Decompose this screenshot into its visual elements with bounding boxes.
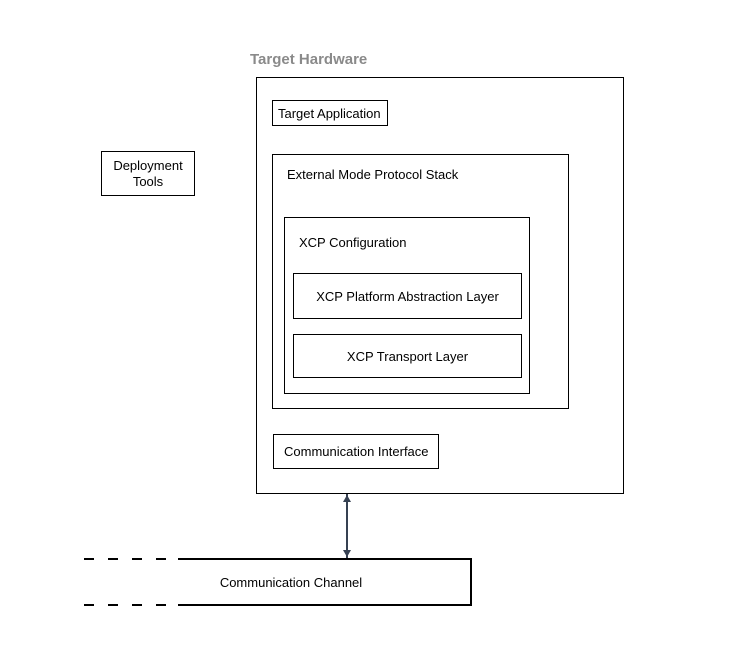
xcp-configuration-label: XCP Configuration <box>299 235 407 250</box>
xcp-transport-layer-box: XCP Transport Layer <box>293 334 522 378</box>
communication-interface-label: Communication Interface <box>284 444 429 459</box>
communication-channel-label: Communication Channel <box>219 574 363 590</box>
external-mode-protocol-stack-label: External Mode Protocol Stack <box>287 167 459 182</box>
communication-channel-box: Communication Channel <box>178 558 472 606</box>
xcp-platform-abstraction-layer-box: XCP Platform Abstraction Layer <box>293 273 522 319</box>
channel-dashed-line-bottom <box>84 604 170 606</box>
communication-interface-box: Communication Interface <box>273 434 439 469</box>
deployment-tools-label: Deployment Tools <box>113 157 183 189</box>
arrowhead-down-icon <box>343 550 351 557</box>
target-hardware-title: Target Hardware <box>250 51 368 68</box>
connector-target-hardware-to-channel <box>346 494 348 558</box>
target-application-label: Target Application <box>278 105 381 121</box>
target-application-box: Target Application <box>272 100 388 126</box>
channel-dashed-line-top <box>84 558 170 560</box>
xcp-transport-layer-label: XCP Transport Layer <box>346 348 469 364</box>
xcp-configuration-box: XCP Configuration <box>284 217 530 394</box>
target-hardware-container-box <box>256 77 624 494</box>
deployment-tools-box: Deployment Tools <box>101 151 195 196</box>
arrowhead-up-icon <box>343 495 351 502</box>
xcp-platform-abstraction-layer-label: XCP Platform Abstraction Layer <box>316 288 499 304</box>
external-mode-protocol-stack-box: External Mode Protocol Stack <box>272 154 569 409</box>
